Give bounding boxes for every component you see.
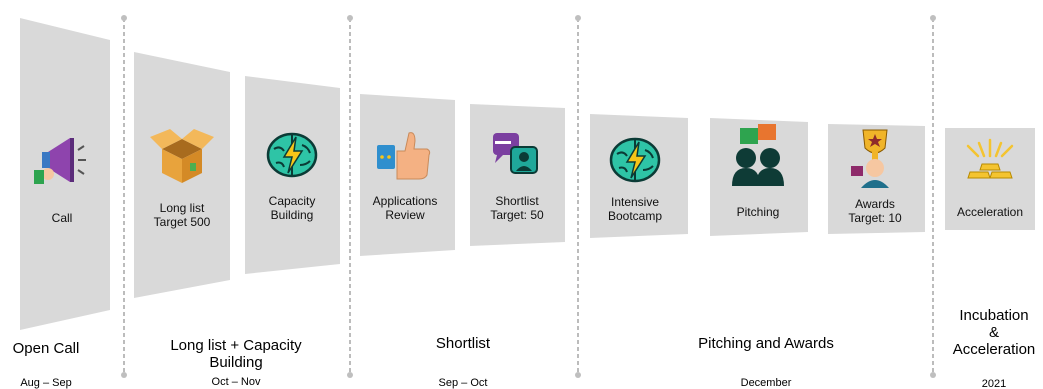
chat-bubbles-icon xyxy=(493,133,538,174)
phase-title-shortlist: Shortlist xyxy=(436,335,491,352)
megaphone-icon xyxy=(34,138,86,184)
phase-title-incubation: Incubation xyxy=(959,307,1028,324)
phase-dividers xyxy=(121,15,936,378)
brain-lightning-icon xyxy=(266,132,318,178)
stage-label-intensive-bootcamp: Intensive xyxy=(611,195,659,209)
open-box-icon xyxy=(150,129,214,183)
phase-title-incubation: & xyxy=(989,324,999,341)
stage-label-capacity-building: Capacity xyxy=(269,194,316,208)
trophy-icon xyxy=(851,129,889,188)
thumbs-up-icon xyxy=(377,132,431,180)
stage-label-applications-review: Review xyxy=(385,208,425,222)
stage-label-capacity-building: Building xyxy=(271,208,314,222)
divider-bottom-dot xyxy=(930,372,936,378)
phase-title-open-call: Open Call xyxy=(13,340,80,357)
stage-label-intensive-bootcamp: Bootcamp xyxy=(608,209,662,223)
stage-label-pitching: Pitching xyxy=(737,205,780,219)
phase-date-incubation: 2021 xyxy=(982,378,1006,389)
stage-label-acceleration: Acceleration xyxy=(957,205,1023,219)
brain-lightning-icon xyxy=(609,137,661,183)
stage-label-applications-review: Applications xyxy=(373,194,438,208)
stage-label-awards: Awards xyxy=(855,197,895,211)
phase-date-open-call: Aug – Sep xyxy=(20,377,71,389)
divider-bottom-dot xyxy=(347,372,353,378)
divider-top-dot xyxy=(575,15,581,21)
stage-panel-acceleration xyxy=(945,128,1035,230)
phase-date-long-list-capacity: Oct – Nov xyxy=(212,376,261,388)
pitching-people-icon xyxy=(732,124,784,186)
stage-panel-awards xyxy=(828,124,925,234)
phase-title-pitching-awards: Pitching and Awards xyxy=(698,335,834,352)
divider-top-dot xyxy=(347,15,353,21)
stage-label-awards: Target: 10 xyxy=(848,211,902,225)
stage-label-long-list: Target 500 xyxy=(154,215,211,229)
phase-date-pitching-awards: December xyxy=(741,377,792,389)
stage-label-shortlist: Target: 50 xyxy=(490,208,544,222)
stage-panel-shortlist xyxy=(470,104,565,246)
phase-date-shortlist: Sep – Oct xyxy=(439,377,488,389)
stage-icons xyxy=(34,124,1014,188)
divider-top-dot xyxy=(930,15,936,21)
divider-bottom-dot xyxy=(575,372,581,378)
stage-label-call: Call xyxy=(52,211,73,225)
divider-top-dot xyxy=(121,15,127,21)
gold-bars-icon xyxy=(966,138,1014,179)
phase-title-long-list-capacity: Long list + Capacity xyxy=(170,337,302,354)
stage-label-shortlist: Shortlist xyxy=(495,194,539,208)
divider-bottom-dot xyxy=(121,372,127,378)
stage-label-long-list: Long list xyxy=(160,201,205,215)
phase-title-long-list-capacity: Building xyxy=(209,354,262,371)
phase-title-incubation: Acceleration xyxy=(953,341,1036,358)
